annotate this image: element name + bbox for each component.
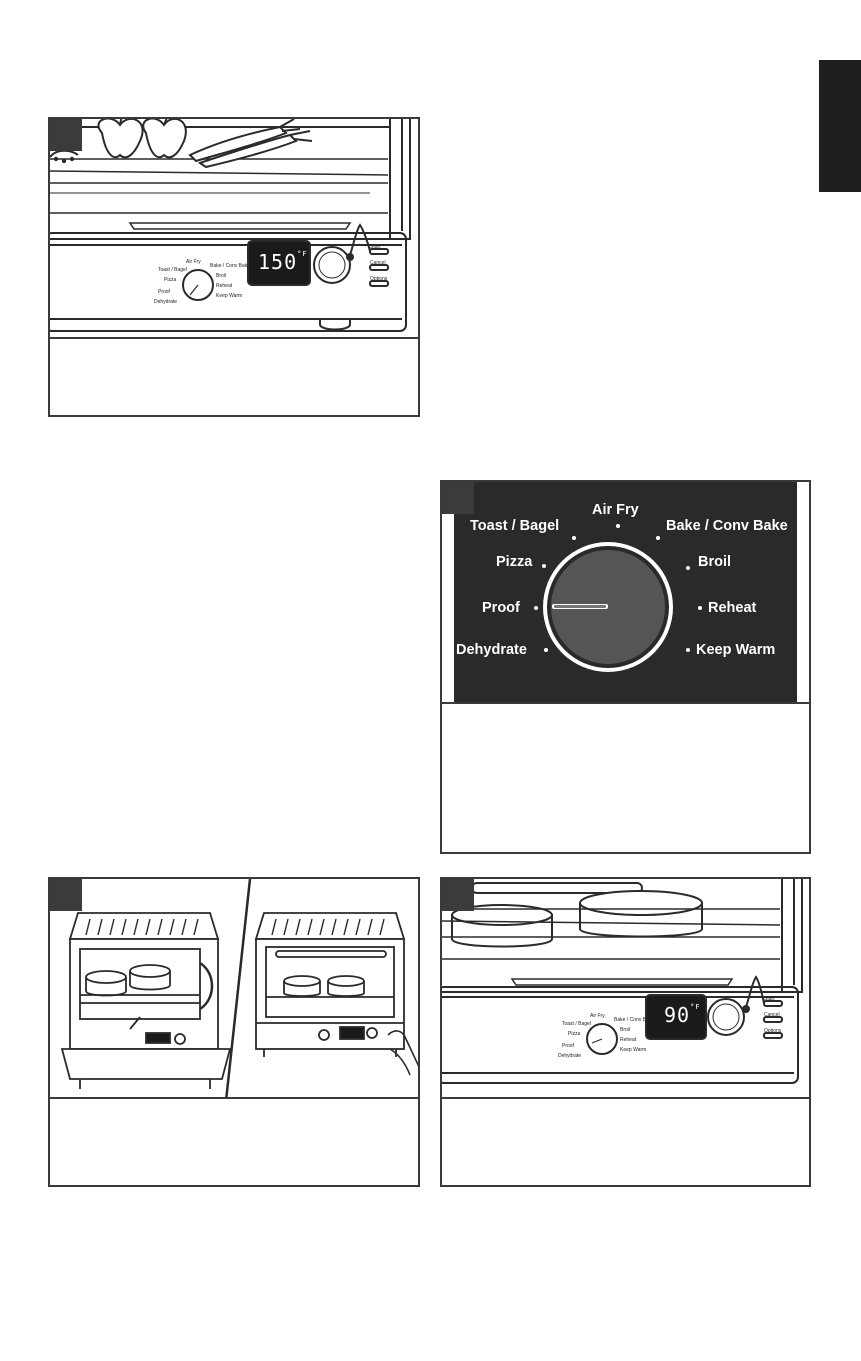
dot-pizza [542, 564, 546, 568]
label-dehydrate: Dehydrate [558, 1053, 582, 1059]
options-label: Options [370, 276, 388, 282]
cancel-label: Cancel [764, 1012, 780, 1018]
caption-box-1 [50, 337, 418, 415]
dot-broil [686, 566, 690, 570]
display-value: 150 [258, 250, 298, 274]
label-keep-warm: Keep Warm [216, 293, 243, 299]
label-proof: Proof [562, 1043, 574, 1049]
caption-box-3 [50, 1097, 418, 1185]
dot-toast-bagel [572, 536, 576, 540]
apple-2 [142, 119, 187, 159]
dot-keep-warm [686, 648, 690, 652]
label-broil: Broil [216, 273, 227, 279]
step-badge-3 [50, 879, 82, 911]
label-air-fry: Air Fry [186, 259, 201, 265]
label-pizza: Pizza [164, 277, 177, 283]
label-air-fry: Air Fry [590, 1013, 605, 1019]
button-labels: Start Cancel Options [764, 991, 781, 1039]
dot-reheat [698, 606, 702, 610]
label-pizza: Pizza [568, 1031, 581, 1037]
label-reheat: Reheat [620, 1037, 637, 1043]
label-broil: Broil [620, 1027, 631, 1033]
label-keep-warm: Keep Warm [696, 642, 776, 658]
label-proof: Proof [482, 600, 520, 616]
dot-dehydrate [544, 648, 548, 652]
display-unit: °F [297, 250, 308, 258]
figure-panel-1: 150°F Toast / Bagel Air Fry Bake / Conv … [48, 117, 420, 417]
oven-vegetables-illustration: 150°F Toast / Bagel Air Fry Bake / Conv … [50, 119, 418, 341]
two-ovens-drawing [60, 879, 418, 1101]
figure-panel-4: 90°F Toast / Bagel Air Fry Bake / Conv B… [440, 877, 811, 1187]
function-dial-illustration: Air Fry Toast / Bagel Bake / Conv Bake P… [442, 482, 809, 702]
oven-bread-drawing [442, 879, 803, 1084]
label-toast-bagel: Toast / Bagel [470, 518, 560, 534]
language-side-tab [819, 60, 861, 192]
label-bake-conv-bake: Bake / Conv Bake [210, 263, 251, 269]
step-badge-1 [50, 119, 82, 151]
ovens-with-bread-illustration [50, 879, 418, 1101]
figure-panel-3 [48, 877, 420, 1187]
options-label: Options [764, 1028, 782, 1034]
carrot-1 [188, 119, 301, 163]
label-bake-conv-bake: Bake / Conv Bake [666, 518, 788, 534]
label-reheat: Reheat [216, 283, 233, 289]
apple-1 [97, 119, 144, 159]
large-dial-drawing [543, 542, 673, 672]
caption-box-2 [442, 702, 809, 852]
oven-front-drawing [50, 119, 411, 332]
oven-bread-illustration: 90°F Toast / Bagel Air Fry Bake / Conv B… [442, 879, 809, 1101]
figure-panel-2: Air Fry Toast / Bagel Bake / Conv Bake P… [440, 480, 811, 854]
start-label: Start [764, 996, 775, 1002]
label-reheat: Reheat [708, 600, 757, 616]
step-badge-4 [442, 879, 474, 911]
label-dehydrate: Dehydrate [154, 299, 178, 305]
dot-air-fry [616, 524, 620, 528]
oven-display-temperature: 90°F [664, 1003, 701, 1027]
label-keep-warm: Keep Warm [620, 1047, 647, 1053]
label-proof: Proof [158, 289, 170, 295]
label-broil: Broil [698, 554, 732, 570]
start-label: Start [370, 244, 381, 250]
button-labels: Start Cancel Options [370, 239, 387, 287]
caption-box-4 [442, 1097, 809, 1185]
cancel-label: Cancel [370, 260, 386, 266]
label-dehydrate: Dehydrate [456, 642, 527, 658]
label-bake-conv-bake: Bake / Conv Bake [614, 1017, 655, 1023]
dot-proof [534, 606, 538, 610]
display-value: 90 [664, 1003, 691, 1027]
display-unit: °F [690, 1003, 701, 1011]
dot-bake [656, 536, 660, 540]
label-pizza: Pizza [496, 554, 533, 570]
oven-display-temperature: 150°F [258, 250, 308, 274]
label-air-fry: Air Fry [592, 502, 639, 518]
label-toast-bagel: Toast / Bagel [562, 1021, 591, 1027]
label-toast-bagel: Toast / Bagel [158, 267, 187, 273]
carrot-2 [197, 130, 313, 169]
step-badge-2 [442, 482, 474, 514]
